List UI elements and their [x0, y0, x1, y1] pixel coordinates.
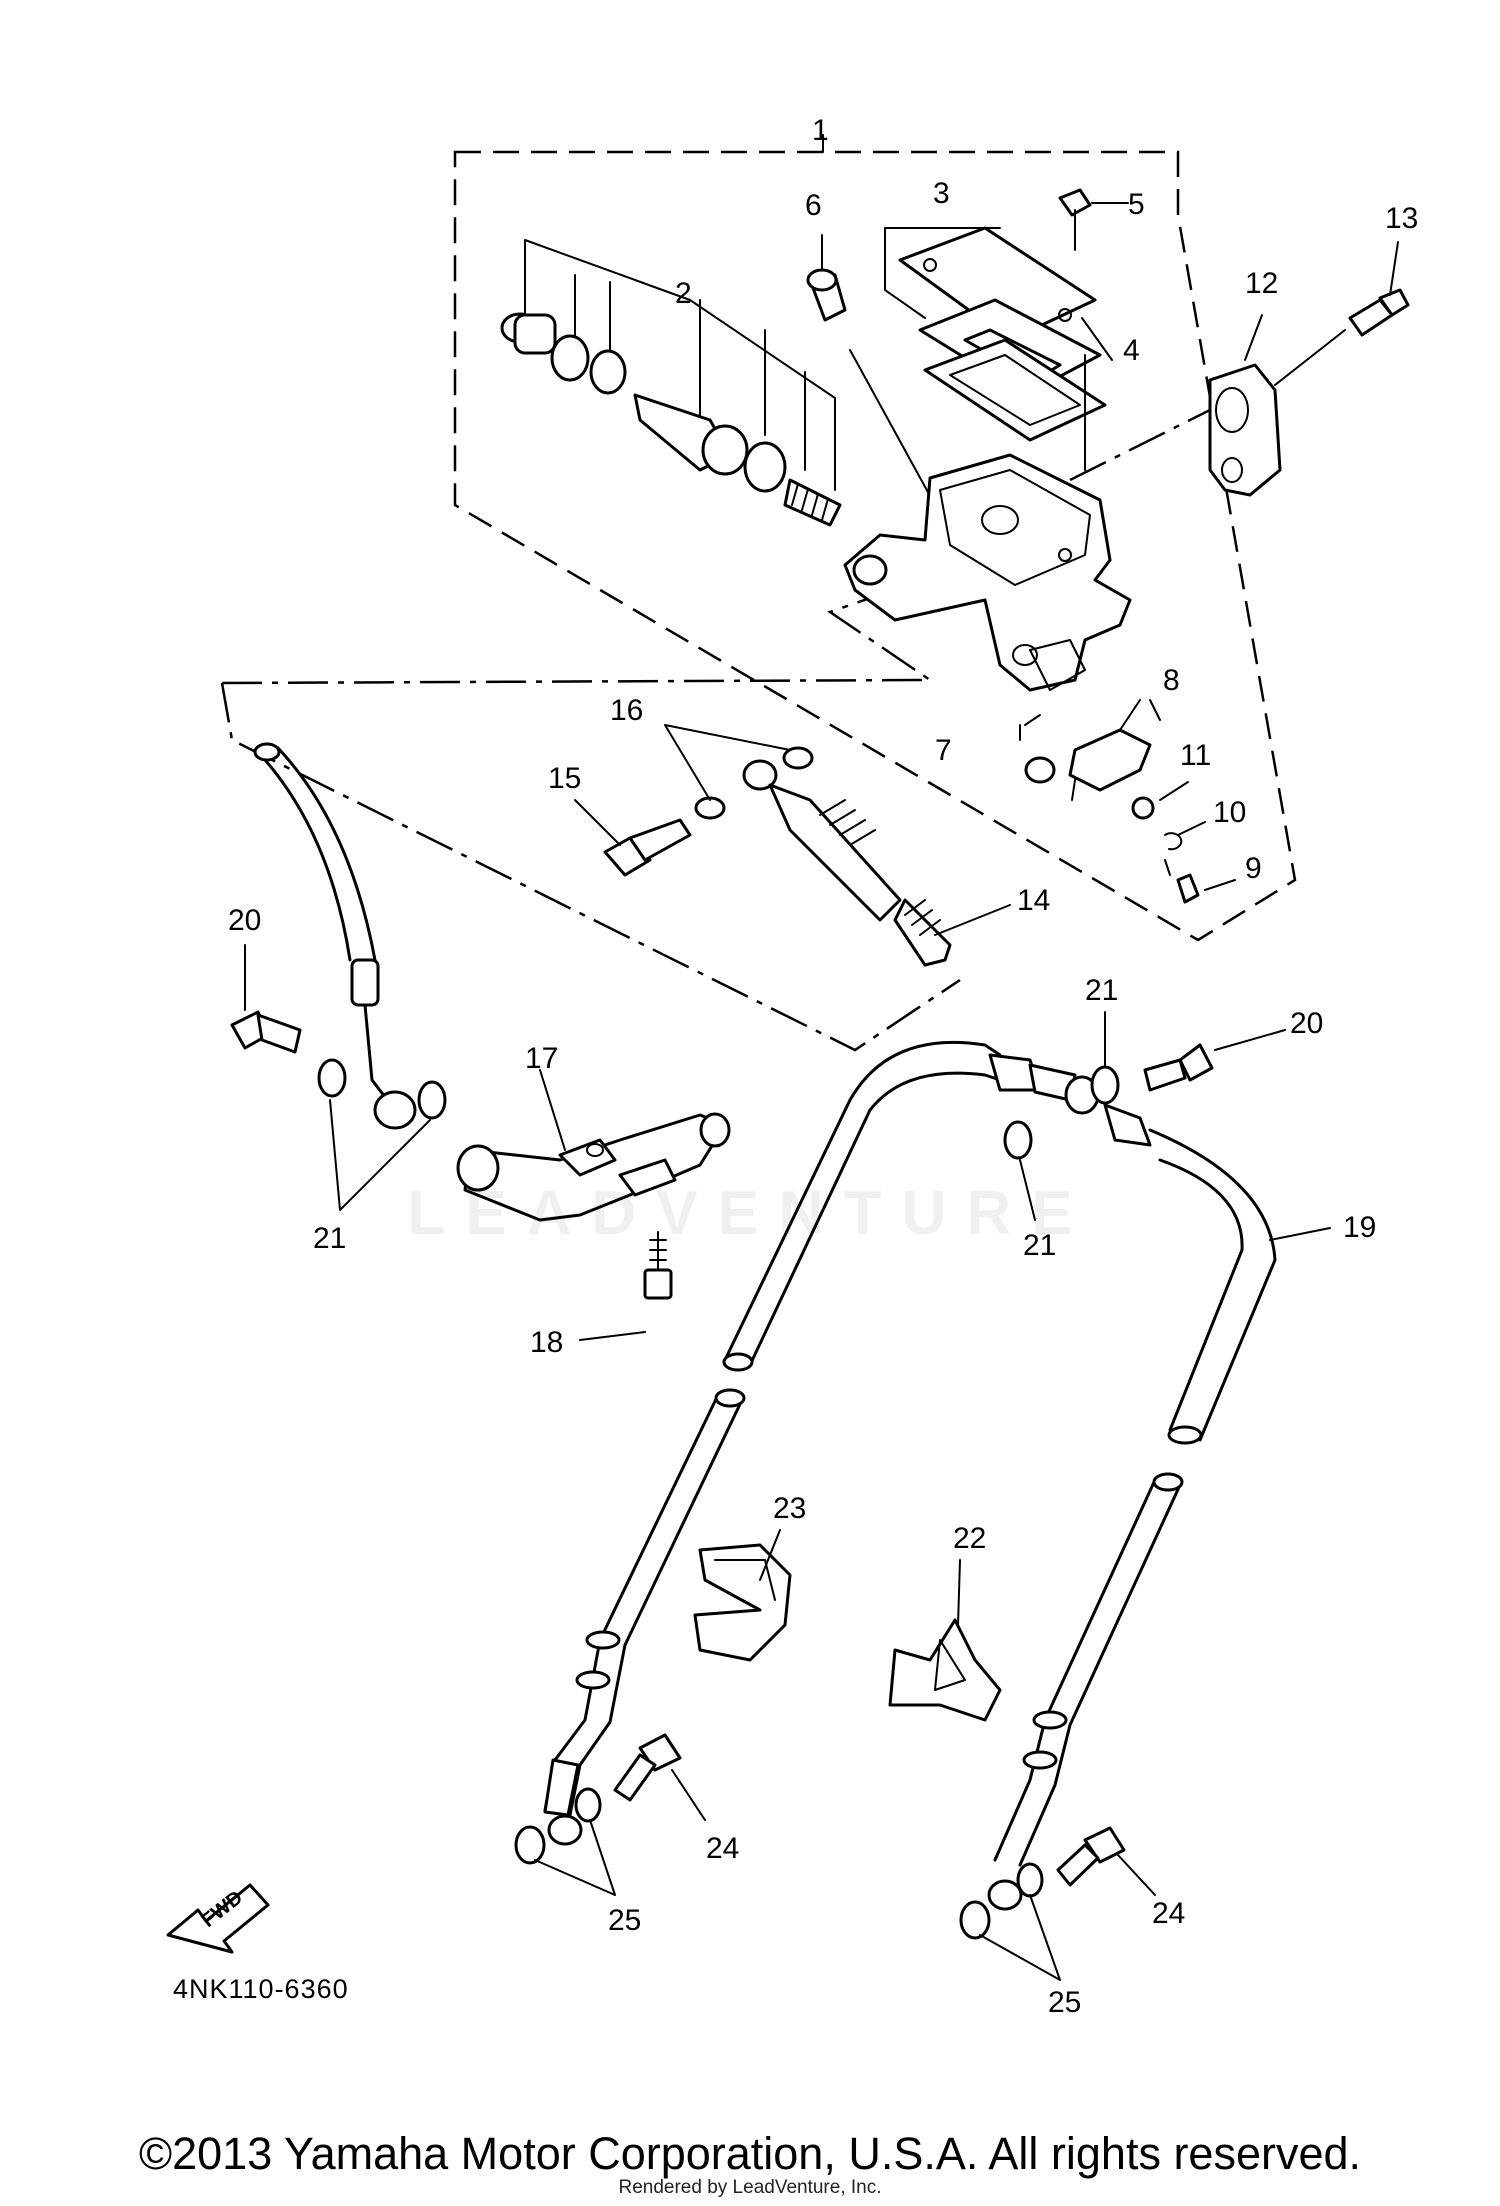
callout-21-left: 21 — [313, 1222, 346, 1255]
master-cylinder-body — [843, 354, 1211, 692]
callout-22: 22 — [953, 1522, 986, 1555]
callout-6: 6 — [805, 189, 822, 222]
callout-14: 14 — [1017, 884, 1050, 917]
callout-19: 19 — [1343, 1211, 1376, 1244]
callout-12: 12 — [1245, 267, 1278, 300]
callout-20-right: 20 — [1290, 1007, 1323, 1040]
callout-8: 8 — [1163, 664, 1180, 697]
callout-20-left: 20 — [228, 904, 261, 937]
callout-4: 4 — [1123, 334, 1140, 367]
part-2-piston-kit — [500, 239, 842, 527]
callout-25-left: 25 — [608, 1904, 641, 1937]
callout-13: 13 — [1385, 202, 1418, 235]
callout-25-right: 25 — [1048, 1986, 1081, 2019]
part-12-holder — [1208, 314, 1282, 497]
assembly-boundary — [453, 150, 1297, 942]
part-21-gaskets — [317, 1011, 1120, 1221]
part-3-cap-diaphragm — [884, 188, 1129, 442]
rendered-by-credit: Rendered by LeadVenture, Inc. — [618, 2177, 882, 2198]
callout-24-left: 24 — [706, 1832, 739, 1865]
part-20-bolt-left — [230, 944, 302, 1054]
callout-9: 9 — [1245, 852, 1262, 885]
fwd-arrow-icon: FWD — [166, 1883, 270, 1954]
callout-7: 7 — [935, 734, 952, 767]
callout-16: 16 — [610, 694, 643, 727]
callout-18: 18 — [530, 1326, 563, 1359]
part-18-bolt — [579, 1231, 673, 1341]
callout-23: 23 — [773, 1492, 806, 1525]
callout-17: 17 — [525, 1042, 558, 1075]
callout-numbers: 1 2 3 4 5 6 7 8 9 10 11 12 13 14 15 16 1… — [228, 114, 1418, 2019]
callout-5: 5 — [1128, 188, 1145, 221]
callout-3: 3 — [933, 177, 950, 210]
watermark-text: LEADVENTURE — [407, 1179, 1093, 1248]
part-19-brake-hose — [722, 1040, 1331, 1445]
part-13-bolt — [1274, 241, 1410, 386]
part-20-bolt-right — [1143, 1029, 1286, 1092]
part-code: 4NK110-6360 — [173, 1974, 349, 2004]
callout-10: 10 — [1213, 796, 1246, 829]
hose-left-upper — [253, 742, 417, 1130]
part-22-clamp — [888, 1559, 1002, 1722]
callout-24-right: 24 — [1152, 1897, 1185, 1930]
part-25-leaders — [534, 1819, 1061, 1981]
copyright-notice: ©2013 Yamaha Motor Corporation, U.S.A. A… — [138, 2128, 1362, 2179]
part-24-bolt-right — [1056, 1826, 1156, 1896]
callout-1: 1 — [812, 114, 829, 147]
part-15-union-bolt — [574, 724, 814, 877]
part-14-brake-hose — [742, 759, 1011, 967]
callout-21-center: 21 — [1023, 1229, 1056, 1262]
callout-2: 2 — [675, 277, 692, 310]
callout-15: 15 — [548, 762, 581, 795]
part-23-clamp — [693, 1529, 792, 1662]
part-24-bolt-left — [613, 1733, 706, 1821]
part-17-joint — [456, 1069, 731, 1222]
hose-left-lower — [514, 1388, 746, 1865]
part-8-brake-switch — [1019, 699, 1236, 904]
callout-11: 11 — [1180, 739, 1211, 772]
hose-right-lower — [959, 1472, 1184, 1940]
callout-21-top: 21 — [1085, 974, 1118, 1007]
